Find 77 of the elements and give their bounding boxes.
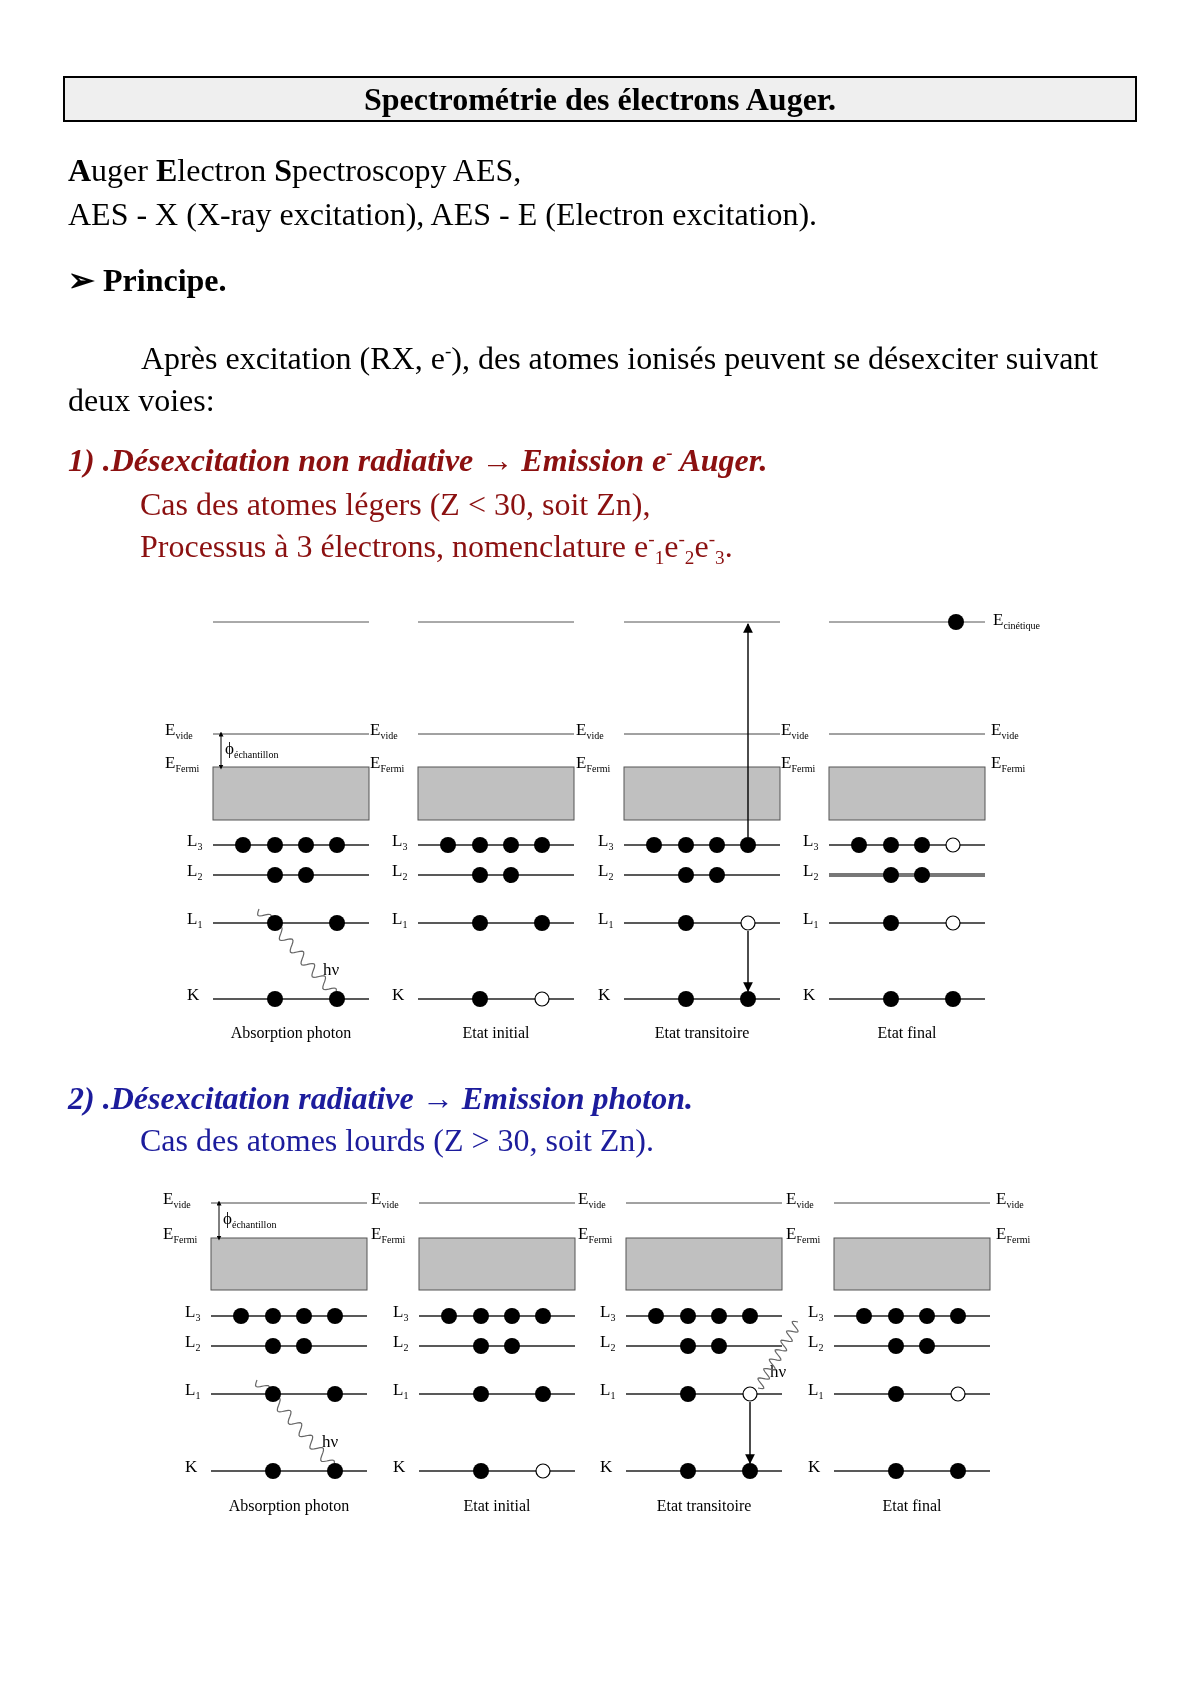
energy-level-label: E$_{Fermi}$ [991,753,1026,775]
energy-level-label: L$_{3}$ [187,831,203,853]
energy-level-label: L$_{3}$ [598,831,614,853]
energy-level-label: E$_{Fermi}$ [996,1224,1031,1246]
title-text: Spectrométrie des électrons Auger. [363,80,837,118]
paragraph: AES - X (X-ray excitation), AES - E (Electron excitation). [68,196,818,233]
energy-level-label: K [808,1457,821,1477]
energy-level-label: L$_{1}$ [803,909,819,931]
section-heading: 2) .Désexcitation radiative → Emission photon. [68,1080,693,1117]
energy-level-label: E$_{Fermi}$ [781,753,816,775]
photon-label: hν [770,1362,787,1382]
energy-level-label: L$_{1}$ [392,909,408,931]
energy-level-label: L$_{2}$ [803,861,819,883]
energy-level-label: E$_{cinétique}$ [993,610,1041,632]
work-function-label: ϕ$_{échantillon}$ [225,738,279,761]
energy-level-label: L$_{2}$ [393,1332,409,1354]
section-heading: 1) .Désexcitation non radiative → Emission e$^{-}$ Auger. [68,442,768,479]
energy-level-label: E$_{vide}$ [576,720,604,742]
panel-caption: Etat transitoire [653,1024,751,1043]
energy-level-label: E$_{vide}$ [370,720,398,742]
work-function-label: ϕ$_{échantillon}$ [223,1208,277,1231]
energy-level-label: E$_{vide}$ [996,1189,1024,1211]
photon-label: hν [323,960,340,980]
energy-level-label: K [393,1457,406,1477]
energy-level-label: E$_{vide}$ [786,1189,814,1211]
energy-level-label: E$_{vide}$ [781,720,809,742]
paragraph: Cas des atomes légers (Z < 30, soit Zn), [140,486,651,523]
energy-level-label: L$_{2}$ [600,1332,616,1354]
section-heading: ➢ Principe. [68,262,227,299]
energy-level-label: E$_{Fermi}$ [786,1224,821,1246]
energy-level-label: K [600,1457,613,1477]
energy-level-label: L$_{3}$ [808,1302,824,1324]
energy-level-label: L$_{3}$ [600,1302,616,1324]
energy-level-label: L$_{1}$ [185,1380,201,1402]
panel-caption: Etat transitoire [655,1497,753,1516]
energy-level-label: E$_{vide}$ [991,720,1019,742]
energy-level-label: E$_{Fermi}$ [370,753,405,775]
panel-caption: Etat final [876,1024,938,1043]
energy-level-label: L$_{3}$ [803,831,819,853]
paragraph: Après excitation (RX, e$^{-}$), des atomes ionisés peuvent se désexciter suivant deux voies: [68,338,1100,420]
panel-caption: Absorption photon [229,1024,353,1043]
energy-level-label: L$_{3}$ [185,1302,201,1324]
panel-caption: Etat final [881,1497,943,1516]
energy-level-label: K [598,985,611,1005]
photon-label: hν [322,1432,339,1452]
energy-level-label: E$_{Fermi}$ [165,753,200,775]
energy-level-label: L$_{1}$ [187,909,203,931]
energy-level-label: E$_{Fermi}$ [576,753,611,775]
energy-level-label: L$_{2}$ [392,861,408,883]
energy-level-label: L$_{2}$ [598,861,614,883]
energy-level-label: E$_{Fermi}$ [163,1224,198,1246]
energy-level-label: E$_{vide}$ [165,720,193,742]
energy-level-label: E$_{vide}$ [578,1189,606,1211]
energy-level-label: E$_{vide}$ [371,1189,399,1211]
energy-level-label: E$_{vide}$ [163,1189,191,1211]
energy-level-label: K [187,985,200,1005]
energy-level-label: L$_{1}$ [598,909,614,931]
panel-caption: Etat initial [461,1024,531,1043]
energy-level-label: E$_{Fermi}$ [371,1224,406,1246]
paragraph: Cas des atomes lourds (Z > 30, soit Zn). [140,1122,654,1159]
energy-level-label: L$_{3}$ [393,1302,409,1324]
panel-caption: Etat initial [462,1497,532,1516]
energy-level-label: L$_{1}$ [600,1380,616,1402]
energy-level-label: K [803,985,816,1005]
energy-level-label: L$_{1}$ [393,1380,409,1402]
energy-level-label: L$_{2}$ [185,1332,201,1354]
energy-level-label: K [392,985,405,1005]
panel-caption: Absorption photon [227,1497,351,1516]
paragraph: Processus à 3 électrons, nomenclature e$^{-}$$_{1}$e$^{-}$$_{2}$e$^{-}$$_{3}$. [140,528,733,570]
paragraph: Auger Electron Spectroscopy AES, [68,152,522,189]
energy-level-label: K [185,1457,198,1477]
energy-level-label: L$_{3}$ [392,831,408,853]
energy-level-label: L$_{2}$ [808,1332,824,1354]
energy-level-label: E$_{Fermi}$ [578,1224,613,1246]
energy-level-label: L$_{1}$ [808,1380,824,1402]
energy-level-label: L$_{2}$ [187,861,203,883]
title-box [63,76,1137,122]
